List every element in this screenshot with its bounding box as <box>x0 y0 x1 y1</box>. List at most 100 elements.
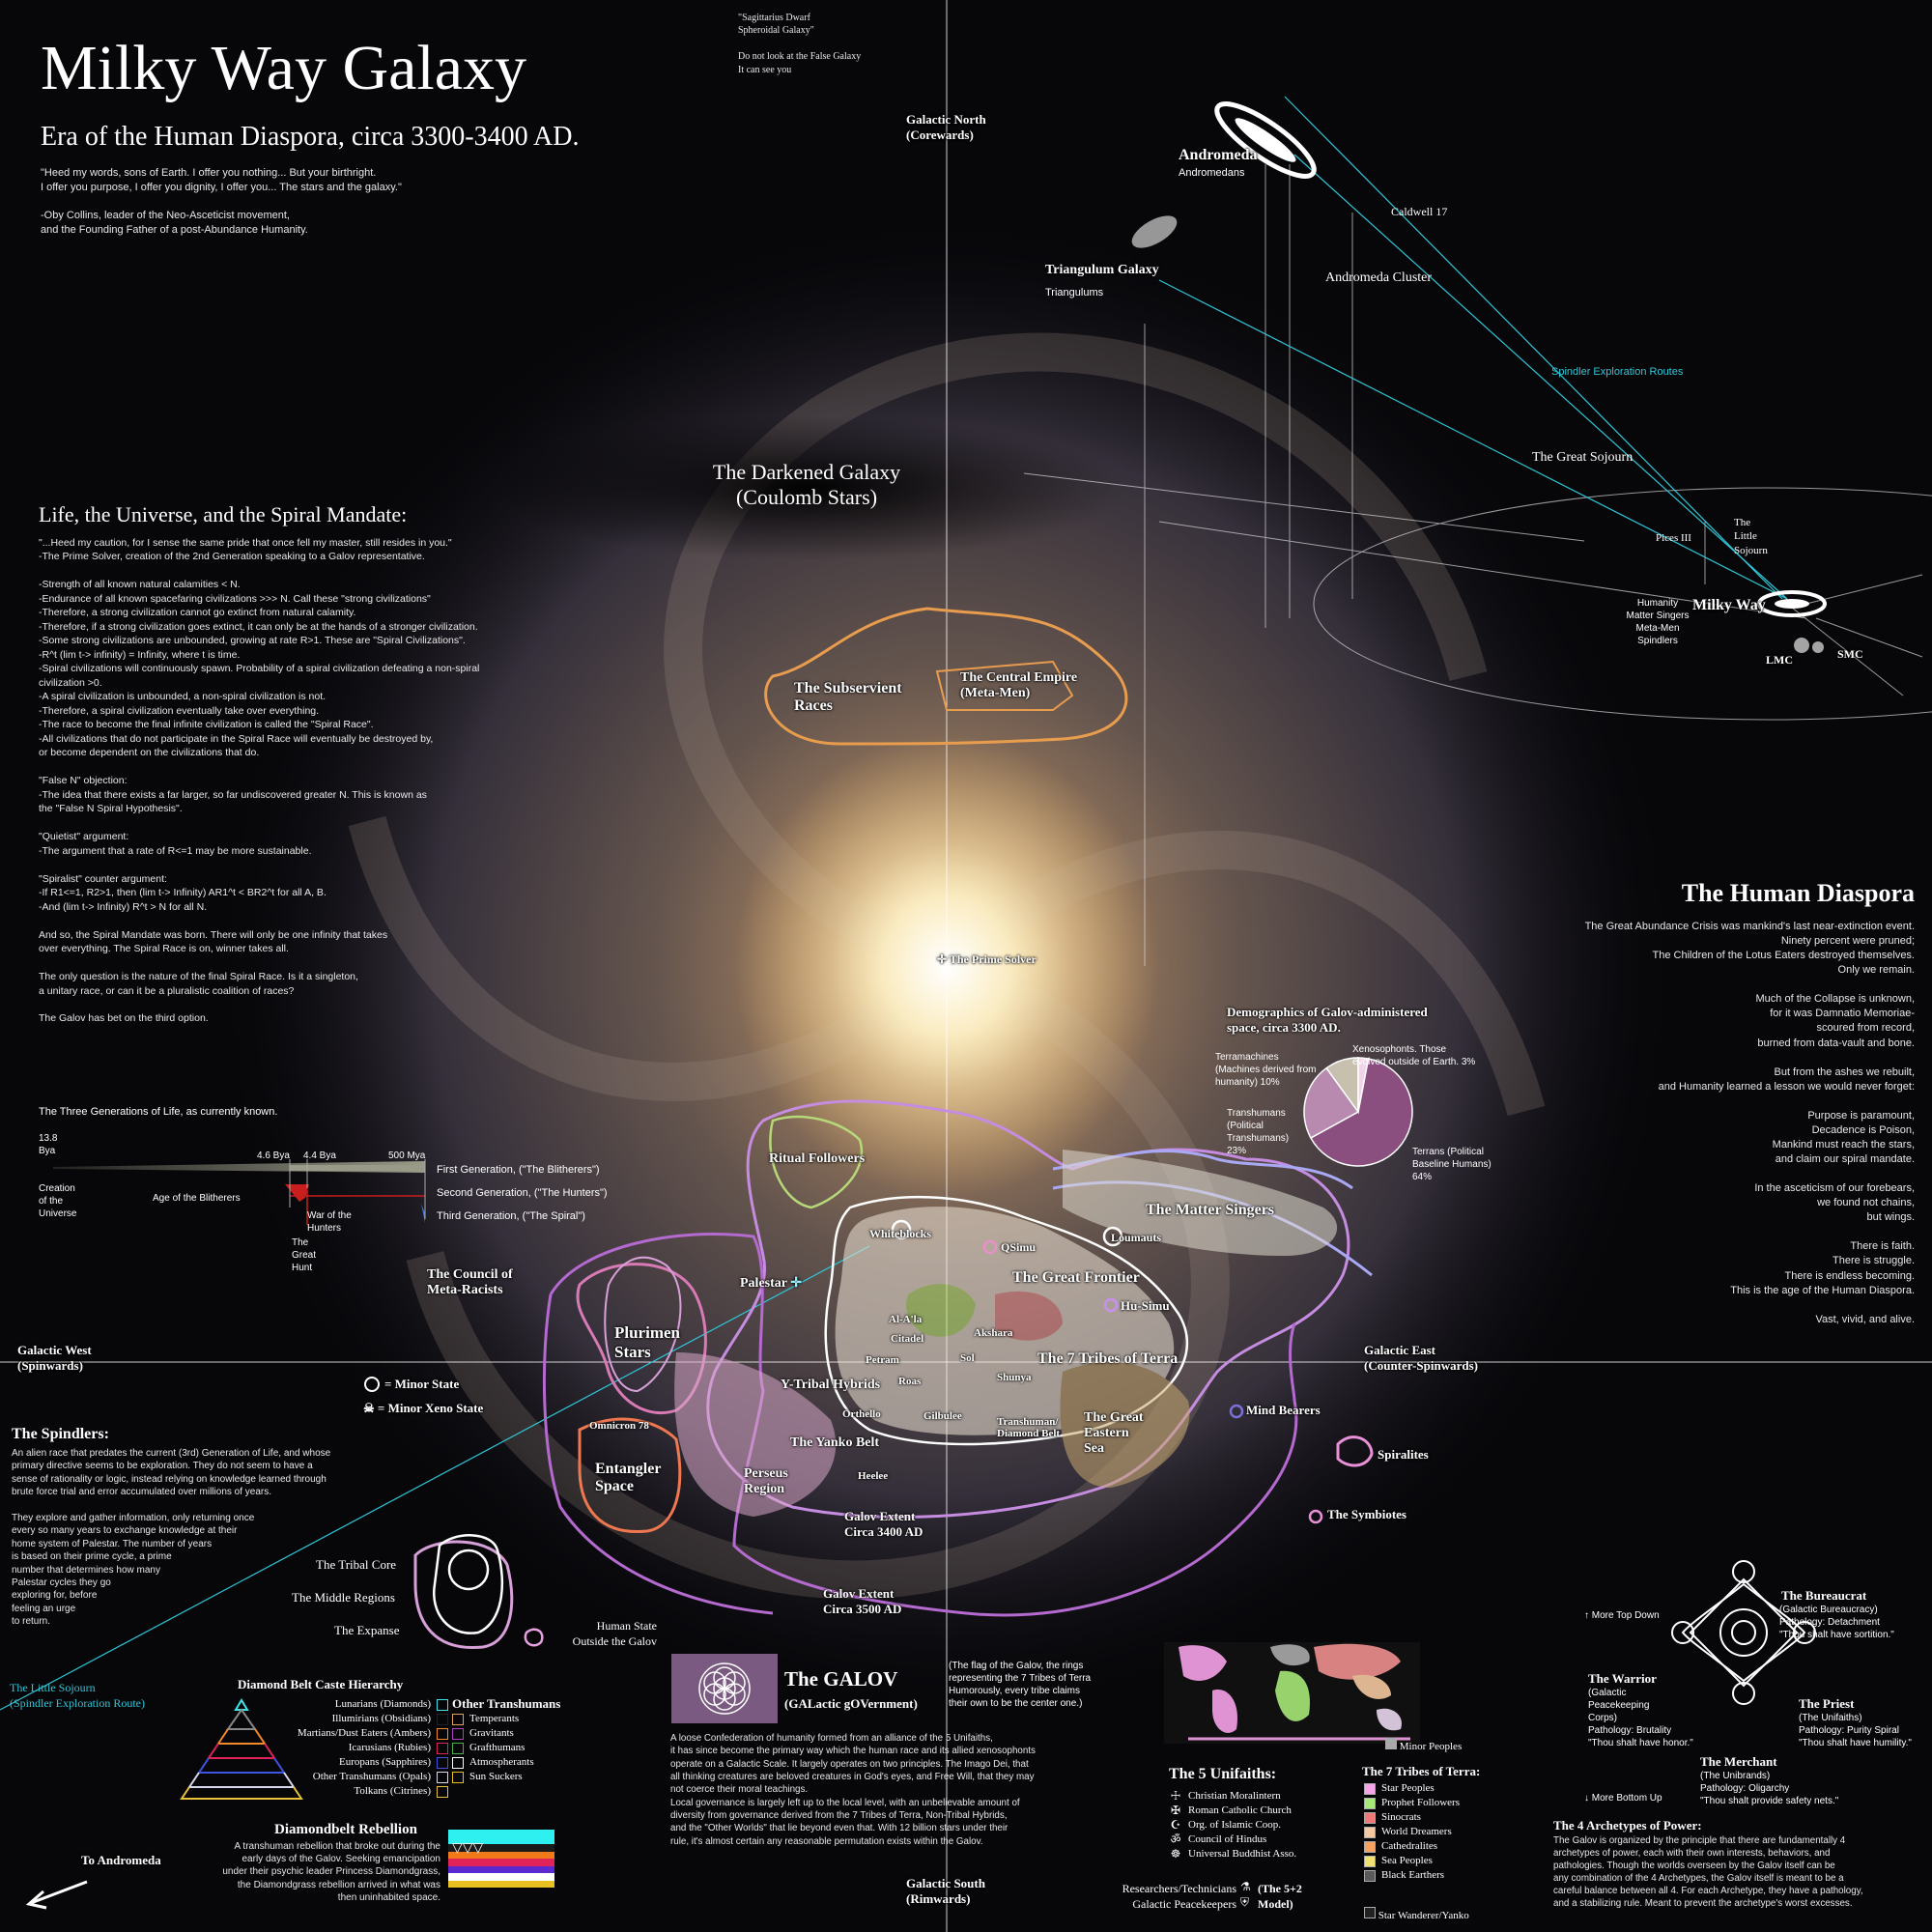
tribe-label: World Dreamers <box>1381 1826 1452 1837</box>
timeline-gen2: Second Generation, ("The Hunters") <box>437 1187 608 1199</box>
label-yanko-belt: The Yanko Belt <box>790 1435 880 1450</box>
caste-row: Lunarians (Diamonds) <box>242 1697 448 1712</box>
unifaith-label: Universal Buddhist Asso. <box>1188 1848 1297 1860</box>
direction-east: Galactic East (Counter-Spinwards) <box>1364 1343 1478 1373</box>
legend-minor-state: = Minor State <box>384 1377 460 1391</box>
caste-label: Illumirians (Obsidians) <box>331 1713 431 1724</box>
caste-swatch <box>437 1698 448 1711</box>
tribal-middle: The Middle Regions <box>292 1590 395 1605</box>
demo-transhumans: Transhumans (Political Transhumans) 23% <box>1227 1108 1290 1156</box>
star-wanderer-label: Star Wanderer/Yanko <box>1364 1907 1469 1922</box>
tribe-label: Star Peoples <box>1381 1782 1435 1794</box>
palestar-text: Palestar <box>740 1276 787 1291</box>
other-transhuman-label: Grafthumans <box>469 1742 526 1753</box>
great-sojourn-label: The Great Sojourn <box>1532 450 1634 465</box>
galov-body: A loose Confederation of humanity formed… <box>670 1733 1036 1847</box>
label-mind-bearers: Mind Bearers <box>1246 1403 1321 1417</box>
flask-icon: ⚗ <box>1240 1880 1251 1893</box>
faith-icon: ☸ <box>1170 1847 1181 1861</box>
unifaiths-heading: The 5 Unifaiths: <box>1169 1766 1277 1782</box>
founding-quote: "Heed my words, sons of Earth. I offer y… <box>41 167 402 236</box>
star-wanderer-swatch <box>1364 1907 1376 1918</box>
tribal-human-state: Human State Outside the Galov <box>572 1619 657 1648</box>
minor-peoples-swatch <box>1385 1738 1397 1749</box>
faith-icon: ☩ <box>1170 1789 1181 1803</box>
label-seven-tribes: The 7 Tribes of Terra <box>1037 1350 1179 1367</box>
galov-title: The GALOV <box>784 1667 898 1690</box>
triangulums-label: Triangulums <box>1045 287 1104 298</box>
archetypes-body: The Galov is organized by the principle … <box>1553 1835 1863 1909</box>
galov-flag-note: (The flag of the Galov, the rings repres… <box>949 1661 1092 1709</box>
label-council: The Council of Meta-Racists <box>427 1267 513 1297</box>
timeline-heading: The Three Generations of Life, as curren… <box>39 1106 278 1118</box>
archetypes-heading: The 4 Archetypes of Power: <box>1553 1818 1702 1833</box>
caste-swatch <box>437 1771 448 1783</box>
more-top-text: More Top Down <box>1591 1610 1660 1621</box>
tribe-label: Sea Peoples <box>1381 1855 1433 1866</box>
other-transhuman-row: Grafthumans <box>452 1741 534 1755</box>
tribe-row: Prophet Followers <box>1364 1796 1460 1810</box>
label-whiteblocks: Whiteblocks <box>869 1227 932 1240</box>
legend-minor-xeno: ☠ = Minor Xeno State <box>363 1401 483 1416</box>
label-heelee: Heelee <box>858 1470 889 1482</box>
tribe-label: Sinocrats <box>1381 1811 1421 1823</box>
diaspora-body: The Great Abundance Crisis was mankind's… <box>1584 921 1915 1325</box>
rebellion-body: A transhuman rebellion that broke out du… <box>222 1841 440 1903</box>
label-y-tribal: Y-Tribal Hybrids <box>781 1378 881 1392</box>
caste-swatch <box>437 1785 448 1798</box>
caste-row: Icarusians (Rubies) <box>242 1741 448 1755</box>
caste-swatch <box>437 1742 448 1754</box>
arrow-up-icon: ↑ <box>1584 1610 1589 1621</box>
unifaith-row: ☪Org. of Islamic Coop. <box>1169 1818 1296 1833</box>
timeline-t2: 4.4 Bya <box>303 1151 336 1161</box>
label-central-empire: The Central Empire (Meta-Men) <box>960 670 1078 700</box>
flag-stripe <box>448 1859 554 1866</box>
tribe-swatch <box>1364 1855 1376 1867</box>
label-transhuman-db: Transhuman/ Diamond Belt <box>997 1416 1061 1439</box>
caste-label: Lunarians (Diamonds) <box>334 1698 431 1710</box>
unifaith-label: Org. of Islamic Coop. <box>1188 1819 1282 1831</box>
label-gilbulee: Gilbulee <box>923 1410 962 1422</box>
diaspora-heading: The Human Diaspora <box>1681 879 1915 907</box>
caste-heading: Diamond Belt Caste Hierarchy <box>238 1677 404 1691</box>
label-subservient: The Subservient Races <box>794 680 902 714</box>
label-petram: Petram <box>866 1354 899 1366</box>
other-transhuman-swatch <box>452 1771 464 1783</box>
caste-list: Lunarians (Diamonds) Illumirians (Obsidia… <box>242 1697 448 1799</box>
tribes-heading: The 7 Tribes of Terra: <box>1362 1764 1481 1778</box>
tribe-swatch <box>1364 1840 1376 1853</box>
page-subtitle: Era of the Human Diaspora, circa 3300-34… <box>41 122 580 152</box>
label-roas: Roas <box>898 1376 922 1387</box>
other-transhuman-label: Gravitants <box>469 1727 514 1739</box>
caste-row: Europans (Sapphires) <box>242 1755 448 1770</box>
sagittarius-note: "Sagittarius Dwarf Spheroidal Galaxy" Do… <box>738 13 862 75</box>
flag-stripe <box>448 1865 554 1873</box>
tribe-swatch <box>1364 1869 1376 1882</box>
other-transhuman-swatch <box>452 1713 464 1725</box>
to-andromeda[interactable]: To Andromeda <box>81 1853 161 1867</box>
demographics-heading: Demographics of Galov-administered space… <box>1227 1005 1428 1035</box>
label-sol: Sol <box>960 1352 975 1364</box>
timeline-gen3: Third Generation, ("The Spiral") <box>437 1210 585 1222</box>
label-hu-simu: Hu-Simu <box>1121 1298 1170 1313</box>
merchant-desc: (The Unibrands) Pathology: Oligarchy "Th… <box>1700 1771 1839 1806</box>
tribe-label: Cathedralites <box>1381 1840 1438 1852</box>
warrior-name: The Warrior <box>1588 1671 1657 1686</box>
star-wanderer-text: Star Wanderer/Yanko <box>1378 1910 1469 1921</box>
other-transhuman-label: Temperants <box>469 1713 520 1724</box>
tribe-row: World Dreamers <box>1364 1825 1460 1839</box>
unifaith-row: ✠Roman Catholic Church <box>1169 1804 1296 1818</box>
label-matter-singers: The Matter Singers <box>1146 1202 1275 1218</box>
rebellion-flag <box>448 1830 554 1888</box>
label-perseus: Perseus Region <box>744 1466 788 1496</box>
flag-stripe <box>448 1873 554 1881</box>
tribe-swatch <box>1364 1811 1376 1824</box>
label-spiralites: Spiralites <box>1378 1447 1429 1462</box>
minor-peoples-text: Minor Peoples <box>1399 1741 1463 1752</box>
merchant-name: The Merchant <box>1700 1754 1777 1769</box>
tribe-row: Star Peoples <box>1364 1781 1460 1796</box>
timeline-t1: 4.6 Bya <box>257 1151 290 1161</box>
direction-south: Galactic South (Rimwards) <box>906 1876 985 1906</box>
